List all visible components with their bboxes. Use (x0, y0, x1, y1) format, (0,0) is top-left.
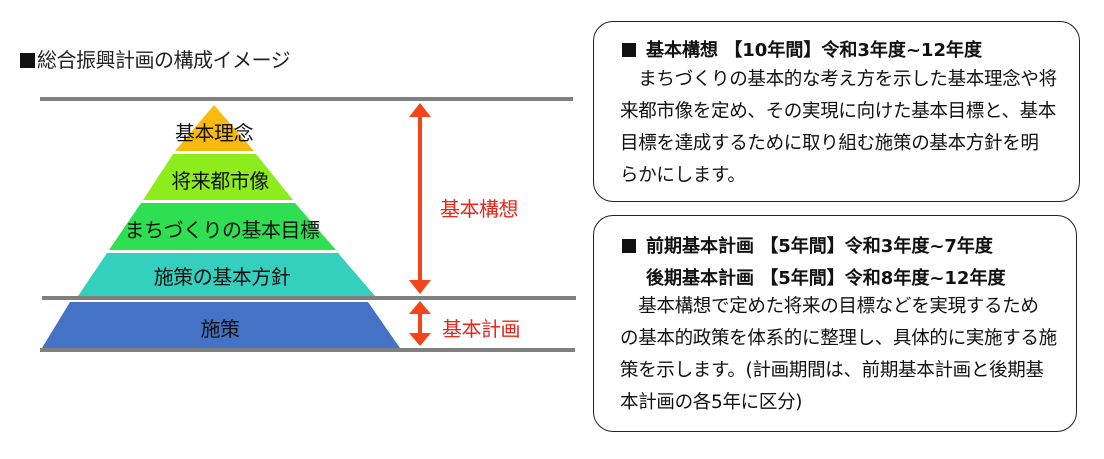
side-label-kihon-kousou: 基本構想 (440, 197, 519, 221)
layer-label-kihon-rinen: 基本理念 (175, 121, 254, 145)
description-line: 策を示します。(計画期間は、前期基本計画と後期基 (620, 360, 1044, 381)
description-line: 本計画の各5年に区分) (620, 392, 803, 413)
zenki-keikaku-heading-text: 前期基本計画 【5年間】令和3年度~7年度 (646, 236, 993, 257)
layer-label-shisaku: 施策 (200, 317, 241, 341)
kihon-keikaku-box: 前期基本計画 【5年間】令和3年度~7年度 後期基本計画 【5年間】令和8年度~… (593, 215, 1077, 432)
kihon-keikaku-description: 基本構想で定めた将来の目標などを実現するため の基本的政策を体系的に整理し、具体… (620, 291, 1057, 419)
bottom-divider (40, 348, 575, 352)
layer-shisaku-houshin (78, 253, 375, 296)
kihon-keikaku-arrow-icon (409, 301, 431, 346)
diagram-title-text: 総合振興計画の構成イメージ (37, 48, 291, 72)
zenki-keikaku-heading: 前期基本計画 【5年間】令和3年度~7年度 (622, 232, 993, 258)
layer-shourai-toshizou (143, 154, 293, 200)
kihon-kousou-heading: 基本構想 【10年間】令和3年度~12年度 (622, 36, 982, 62)
layer-label-machizukuri-mokuhyou: まちづくりの基本目標 (124, 218, 321, 242)
square-bullet-icon (622, 43, 636, 57)
description-line: の基本的政策を体系的に整理し、具体的に実施する施 (620, 328, 1057, 349)
diagram-title: 総合振興計画の構成イメージ (20, 44, 291, 73)
kihon-kousou-description: まちづくりの基本的な考え方を示した基本理念や将 来都市像を定め、その実現に向けた… (620, 64, 1057, 192)
description-line: らかにします。 (620, 165, 746, 186)
kihon-kousou-arrow-icon (409, 103, 431, 294)
kouki-keikaku-heading: 後期基本計画 【5年間】令和8年度~12年度 (646, 268, 1006, 289)
description-line: まちづくりの基本的な考え方を示した基本理念や将 (620, 69, 1057, 90)
kihon-kousou-heading-text: 基本構想 【10年間】令和3年度~12年度 (646, 40, 982, 61)
layer-label-shisaku-houshin: 施策の基本方針 (153, 265, 291, 289)
layer-label-shourai-toshizou: 将来都市像 (171, 169, 269, 193)
kihon-kousou-box: 基本構想 【10年間】令和3年度~12年度 まちづくりの基本的な考え方を示した基… (593, 21, 1080, 202)
top-divider (40, 97, 573, 101)
layer-kihon-rinen (175, 105, 254, 151)
layer-shisaku (42, 302, 400, 348)
pyramid-diagram (40, 97, 576, 352)
description-line: 基本構想で定めた将来の目標などを実現するため (620, 296, 1039, 317)
description-line: 目標を達成するために取り組む施策の基本方針を明 (620, 133, 1039, 154)
description-line: 来都市像を定め、その実現に向けた基本目標と、基本 (620, 101, 1057, 122)
middle-divider (42, 296, 576, 300)
square-bullet-icon (20, 53, 35, 68)
side-label-kihon-keikaku: 基本計画 (442, 317, 521, 341)
square-bullet-icon (622, 239, 636, 253)
layer-machizukuri-mokuhyou (109, 203, 336, 250)
